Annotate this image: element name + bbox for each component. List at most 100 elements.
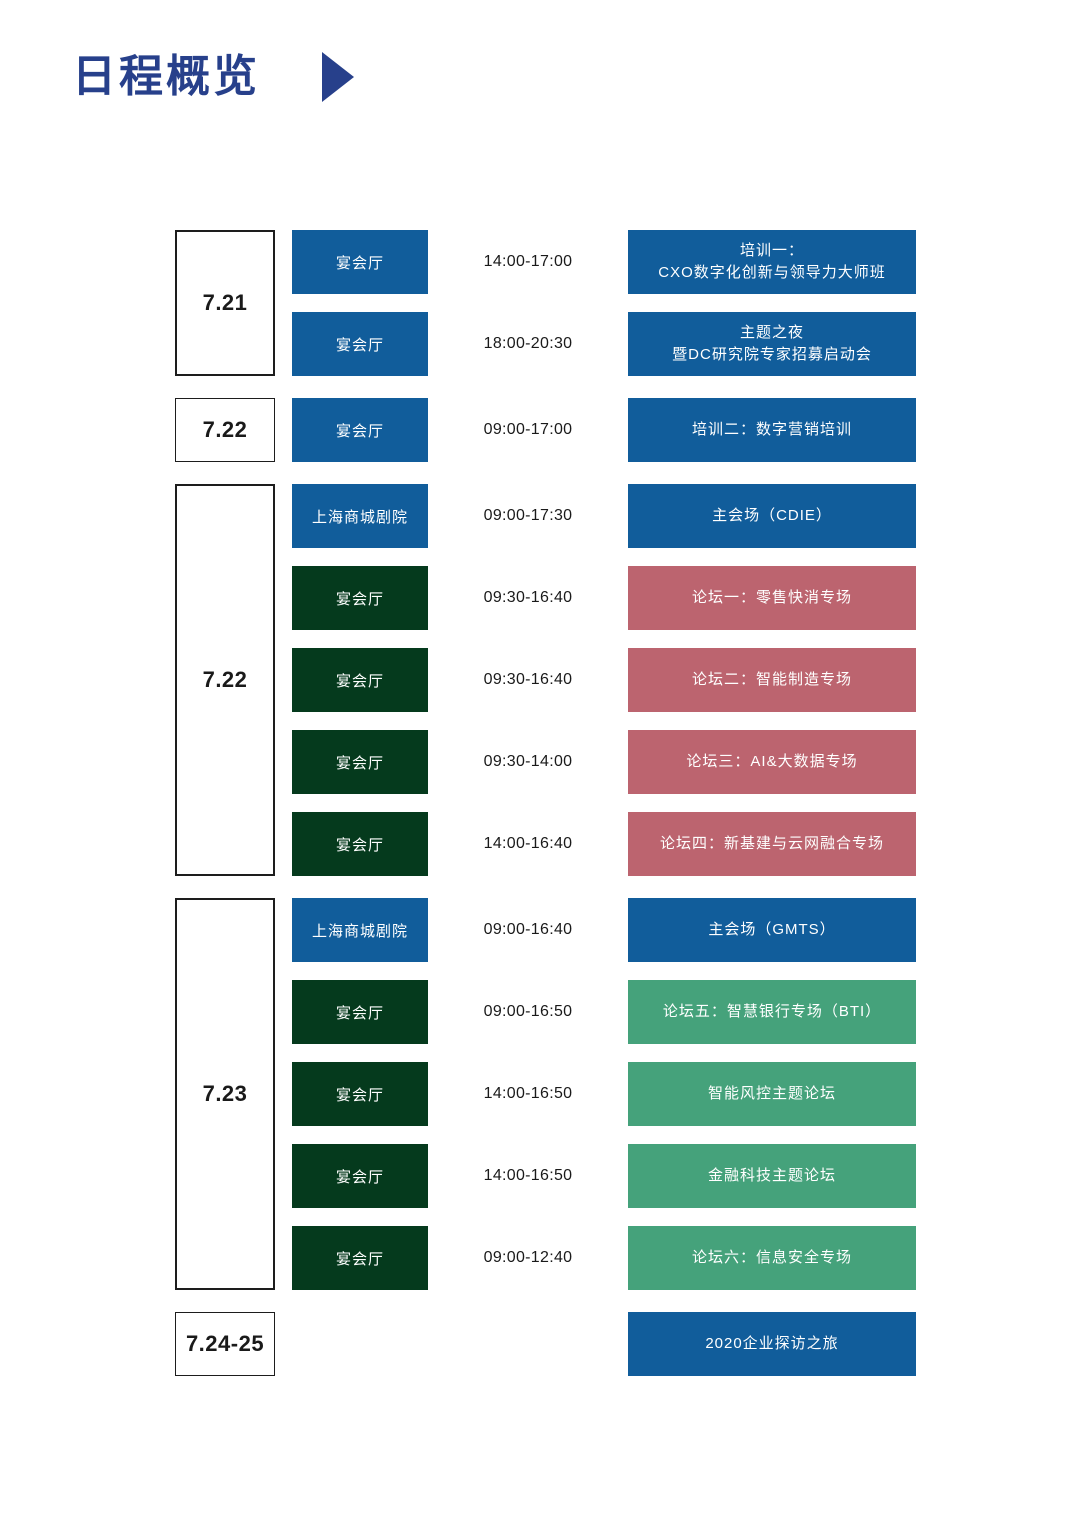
schedule-row: 宴会厅 14:00-16:40 论坛四：新基建与云网融合专场: [275, 812, 1080, 876]
time-label: 18:00-20:30: [483, 335, 573, 352]
session-chip[interactable]: 智能风控主题论坛: [628, 1062, 916, 1126]
time-label: 14:00-16:50: [483, 1167, 573, 1184]
schedule-row: 上海商城剧院 09:00-16:40 主会场（GMTS）: [275, 898, 1080, 962]
time-label: 09:30-16:40: [483, 671, 573, 688]
venue-chip[interactable]: 宴会厅: [292, 1062, 428, 1126]
session-title-line1: 论坛六：信息安全专场: [691, 1248, 852, 1266]
schedule-row: 宴会厅 14:00-17:00 培训一： CXO数字化创新与领导力大师班: [275, 230, 1080, 294]
venue-chip: [292, 1312, 428, 1376]
session-title-line1: 主会场（GMTS）: [708, 920, 836, 938]
schedule-row: 宴会厅 09:00-17:00 培训二：数字营销培训: [275, 398, 1080, 462]
session-title-line1: 论坛一：零售快消专场: [691, 588, 852, 606]
time-label: 09:00-12:40: [483, 1249, 573, 1266]
date-column: 7.21: [175, 230, 275, 376]
venue-chip[interactable]: 宴会厅: [292, 398, 428, 462]
venue-chip[interactable]: 宴会厅: [292, 1226, 428, 1290]
venue-chip[interactable]: 宴会厅: [292, 812, 428, 876]
session-chip[interactable]: 金融科技主题论坛: [628, 1144, 916, 1208]
session-title-line1: 主题之夜: [739, 323, 804, 341]
date-label: 7.22: [202, 417, 248, 442]
session-title-line1: 2020企业探访之旅: [705, 1334, 839, 1352]
session-title-line1: 培训一：: [739, 241, 804, 259]
session-chip[interactable]: 主会场（GMTS）: [628, 898, 916, 962]
time-label: 09:30-16:40: [483, 589, 573, 606]
venue-chip[interactable]: 上海商城剧院: [292, 898, 428, 962]
date-column: 7.24-25: [175, 1312, 275, 1376]
schedule-group: 7.24-25 2020企业探访之旅: [0, 1312, 1080, 1376]
schedule-row: 宴会厅 09:30-16:40 论坛一：零售快消专场: [275, 566, 1080, 630]
schedule-row: 宴会厅 18:00-20:30 主题之夜暨DC研究院专家招募启动会: [275, 312, 1080, 376]
session-title-line1: 金融科技主题论坛: [707, 1166, 836, 1184]
session-chip[interactable]: 论坛四：新基建与云网融合专场: [628, 812, 916, 876]
time-label: 14:00-16:50: [483, 1085, 573, 1102]
session-title-line1: 论坛三：AI&大数据专场: [686, 752, 858, 770]
venue-chip[interactable]: 宴会厅: [292, 730, 428, 794]
time-label: 09:30-14:00: [483, 753, 573, 770]
schedule-row: 宴会厅 09:00-12:40 论坛六：信息安全专场: [275, 1226, 1080, 1290]
schedule-row: 宴会厅 14:00-16:50 智能风控主题论坛: [275, 1062, 1080, 1126]
venue-chip[interactable]: 宴会厅: [292, 230, 428, 294]
session-chip[interactable]: 论坛五：智慧银行专场（BTI）: [628, 980, 916, 1044]
schedule-row: 上海商城剧院 09:00-17:30 主会场（CDIE）: [275, 484, 1080, 548]
schedule-rows: 上海商城剧院 09:00-17:30 主会场（CDIE） 宴会厅 09:30-16:40…: [275, 484, 1080, 876]
session-title-line1: 论坛二：智能制造专场: [691, 670, 852, 688]
date-column: 7.22: [175, 398, 275, 462]
schedule-rows: 宴会厅 09:00-17:00 培训二：数字营销培训: [275, 398, 1080, 462]
time-label: 14:00-16:40: [483, 835, 573, 852]
date-label: 7.24-25: [185, 1331, 265, 1356]
venue-chip[interactable]: 上海商城剧院: [292, 484, 428, 548]
schedule-rows: 上海商城剧院 09:00-16:40 主会场（GMTS） 宴会厅 09:00-16:50…: [275, 898, 1080, 1290]
date-box: 7.21: [175, 230, 275, 376]
date-column: 7.23: [175, 898, 275, 1290]
date-box: 7.23: [175, 898, 275, 1290]
page-header: 日程概览: [72, 52, 354, 102]
venue-chip[interactable]: 宴会厅: [292, 566, 428, 630]
date-label: 7.23: [202, 1081, 248, 1106]
session-title-line2: 暨DC研究院专家招募启动会: [672, 346, 872, 363]
session-chip[interactable]: 2020企业探访之旅: [628, 1312, 916, 1376]
schedule-rows: 2020企业探访之旅: [275, 1312, 1080, 1376]
session-chip[interactable]: 培训一： CXO数字化创新与领导力大师班: [628, 230, 916, 294]
session-title-line1: 智能风控主题论坛: [707, 1084, 836, 1102]
venue-chip[interactable]: 宴会厅: [292, 648, 428, 712]
schedule-row: 宴会厅 14:00-16:50 金融科技主题论坛: [275, 1144, 1080, 1208]
date-column: 7.22: [175, 484, 275, 876]
date-box: 7.22: [175, 398, 275, 462]
schedule-row: 宴会厅 09:30-14:00 论坛三：AI&大数据专场: [275, 730, 1080, 794]
session-chip[interactable]: 论坛二：智能制造专场: [628, 648, 916, 712]
session-title-line1: 论坛四：新基建与云网融合专场: [659, 834, 884, 852]
date-box: 7.22: [175, 484, 275, 876]
schedule-row: 宴会厅 09:00-16:50 论坛五：智慧银行专场（BTI）: [275, 980, 1080, 1044]
session-chip[interactable]: 论坛六：信息安全专场: [628, 1226, 916, 1290]
time-label: 09:00-16:40: [483, 921, 573, 938]
session-chip[interactable]: 主题之夜暨DC研究院专家招募启动会: [628, 312, 916, 376]
session-chip[interactable]: 论坛一：零售快消专场: [628, 566, 916, 630]
time-label: 09:00-17:00: [483, 421, 573, 438]
venue-chip[interactable]: 宴会厅: [292, 1144, 428, 1208]
schedule-group: 7.22 上海商城剧院 09:00-17:30 主会场（CDIE） 宴会厅 09:30-1…: [0, 484, 1080, 876]
session-title-line2: CXO数字化创新与领导力大师班: [658, 264, 886, 281]
schedule-group: 7.23 上海商城剧院 09:00-16:40 主会场（GMTS） 宴会厅 09:00-1…: [0, 898, 1080, 1290]
session-title-line1: 论坛五：智慧银行专场（BTI）: [662, 1002, 882, 1020]
date-label: 7.22: [202, 667, 248, 692]
schedule-row: 2020企业探访之旅: [275, 1312, 1080, 1376]
venue-chip[interactable]: 宴会厅: [292, 312, 428, 376]
session-title-line1: 培训二：数字营销培训: [691, 420, 852, 438]
schedule-group: 7.22 宴会厅 09:00-17:00 培训二：数字营销培训: [0, 398, 1080, 462]
session-title-line1: 主会场（CDIE）: [712, 506, 832, 524]
date-box: 7.24-25: [175, 1312, 275, 1376]
session-chip[interactable]: 培训二：数字营销培训: [628, 398, 916, 462]
schedule-row: 宴会厅 09:30-16:40 论坛二：智能制造专场: [275, 648, 1080, 712]
venue-chip[interactable]: 宴会厅: [292, 980, 428, 1044]
time-label: 14:00-17:00: [483, 253, 573, 270]
session-chip[interactable]: 论坛三：AI&大数据专场: [628, 730, 916, 794]
page-title: 日程概览: [72, 52, 260, 101]
session-chip[interactable]: 主会场（CDIE）: [628, 484, 916, 548]
play-triangle-icon: [322, 52, 354, 102]
time-label: 09:00-17:30: [483, 507, 573, 524]
date-label: 7.21: [202, 290, 248, 315]
time-label: 09:00-16:50: [483, 1003, 573, 1020]
